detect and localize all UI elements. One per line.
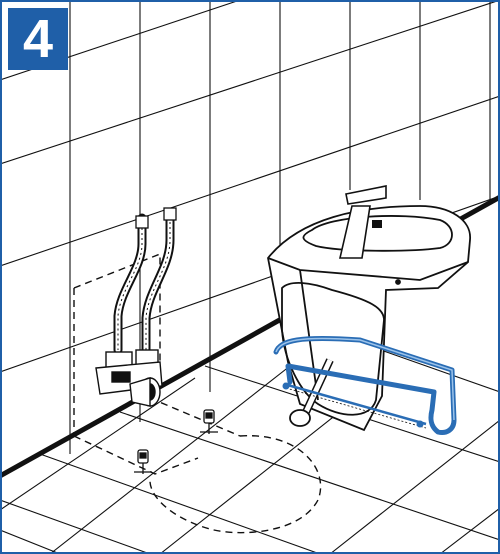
bidet-icon <box>267 205 471 432</box>
hacksaw-icon <box>273 336 457 435</box>
step-number-badge: 4 <box>8 8 68 70</box>
dashed-outline-wall-icon <box>73 252 161 436</box>
wall-valve-icon <box>95 349 163 407</box>
flexible-hoses-icon <box>113 207 177 357</box>
faucet-icon <box>338 185 387 259</box>
floor-anchor-icon <box>134 409 218 474</box>
dashed-outline-floor-icon <box>73 397 322 534</box>
